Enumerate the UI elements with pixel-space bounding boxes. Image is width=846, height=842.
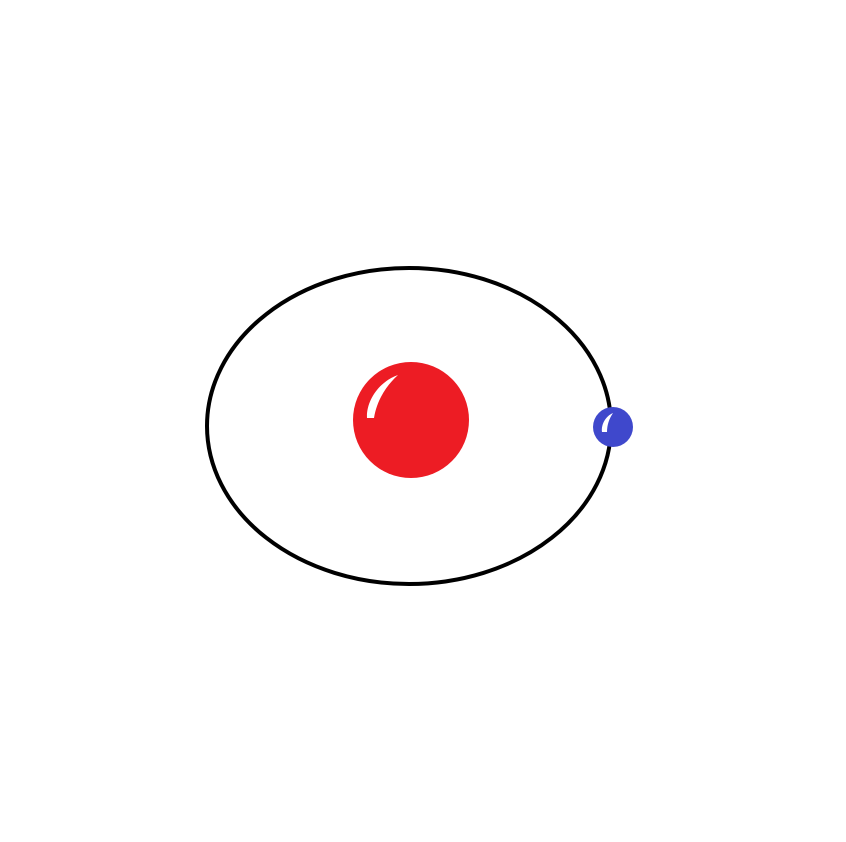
nucleus (353, 362, 469, 478)
electron-highlight (601, 413, 613, 432)
nucleus-highlight (366, 375, 398, 418)
electron-sphere (593, 407, 633, 447)
nucleus-sphere (353, 362, 469, 478)
electron (593, 407, 633, 447)
